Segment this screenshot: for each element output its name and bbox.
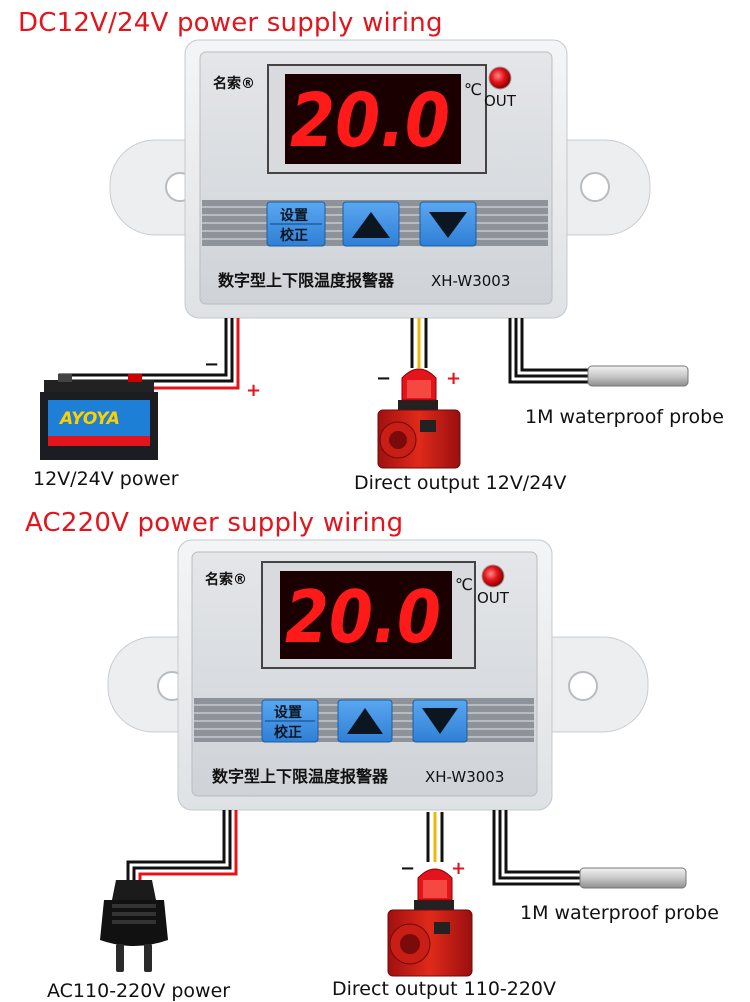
negative-sign: − bbox=[400, 858, 416, 879]
power-label: 12V/24V power bbox=[33, 468, 179, 490]
set-label-bottom: 校正 bbox=[280, 227, 308, 244]
arrow-down-icon bbox=[429, 212, 467, 238]
output-wires-2 bbox=[426, 812, 444, 862]
arrow-up-icon bbox=[347, 708, 383, 734]
output-wires-1 bbox=[410, 318, 428, 368]
set-label-bottom: 校正 bbox=[274, 724, 302, 741]
brand-label: 名索® bbox=[213, 75, 255, 92]
output-label: Direct output 12V/24V bbox=[354, 472, 567, 494]
out-led-icon bbox=[481, 564, 505, 588]
ac-plug-icon bbox=[100, 880, 168, 972]
device-description: 数字型上下限温度报警器 bbox=[218, 271, 395, 290]
positive-sign: + bbox=[451, 858, 467, 879]
mount-hole-icon bbox=[568, 671, 598, 701]
thermostat-device-1 bbox=[109, 39, 651, 319]
arrow-down-icon bbox=[422, 708, 458, 734]
out-label: OUT bbox=[477, 589, 510, 607]
temperature-display: 20.0 bbox=[290, 78, 450, 164]
negative-sign: − bbox=[204, 354, 220, 375]
section-2-heading: AC220V power supply wiring bbox=[25, 508, 404, 538]
siren-icon bbox=[387, 868, 473, 977]
unit-label: ℃ bbox=[464, 80, 482, 99]
thermostat-device-2 bbox=[107, 539, 649, 811]
power-label: AC110-220V power bbox=[47, 980, 231, 1002]
device-description: 数字型上下限温度报警器 bbox=[212, 767, 389, 786]
mount-hole-icon bbox=[580, 172, 610, 202]
arrow-up-icon bbox=[352, 212, 390, 238]
unit-label: ℃ bbox=[455, 575, 473, 594]
probe-icon bbox=[587, 365, 689, 387]
power-wires-2 bbox=[126, 810, 238, 882]
set-label-top: 设置 bbox=[274, 704, 302, 721]
probe-wires-1 bbox=[508, 318, 590, 384]
temperature-display: 20.0 bbox=[285, 575, 441, 659]
power-wires-1 bbox=[58, 318, 240, 390]
battery-brand: AYOYA bbox=[58, 409, 120, 429]
brand-label: 名索® bbox=[205, 571, 247, 588]
probe-wires-2 bbox=[492, 810, 582, 886]
probe-icon bbox=[579, 867, 687, 889]
siren-icon bbox=[377, 368, 461, 469]
device-model: XH-W3003 bbox=[431, 272, 510, 290]
probe-label: 1M waterproof probe bbox=[520, 902, 719, 924]
out-led-icon bbox=[488, 66, 512, 90]
battery-icon bbox=[40, 374, 158, 460]
out-label: OUT bbox=[484, 92, 517, 110]
probe-label: 1M waterproof probe bbox=[525, 406, 724, 428]
set-label-top: 设置 bbox=[280, 207, 308, 224]
output-label: Direct output 110-220V bbox=[332, 978, 557, 1000]
section-1-heading: DC12V/24V power supply wiring bbox=[18, 8, 443, 38]
negative-sign: − bbox=[376, 368, 392, 389]
positive-sign: + bbox=[446, 368, 462, 389]
positive-sign: + bbox=[246, 380, 262, 401]
device-model: XH-W3003 bbox=[425, 768, 504, 786]
